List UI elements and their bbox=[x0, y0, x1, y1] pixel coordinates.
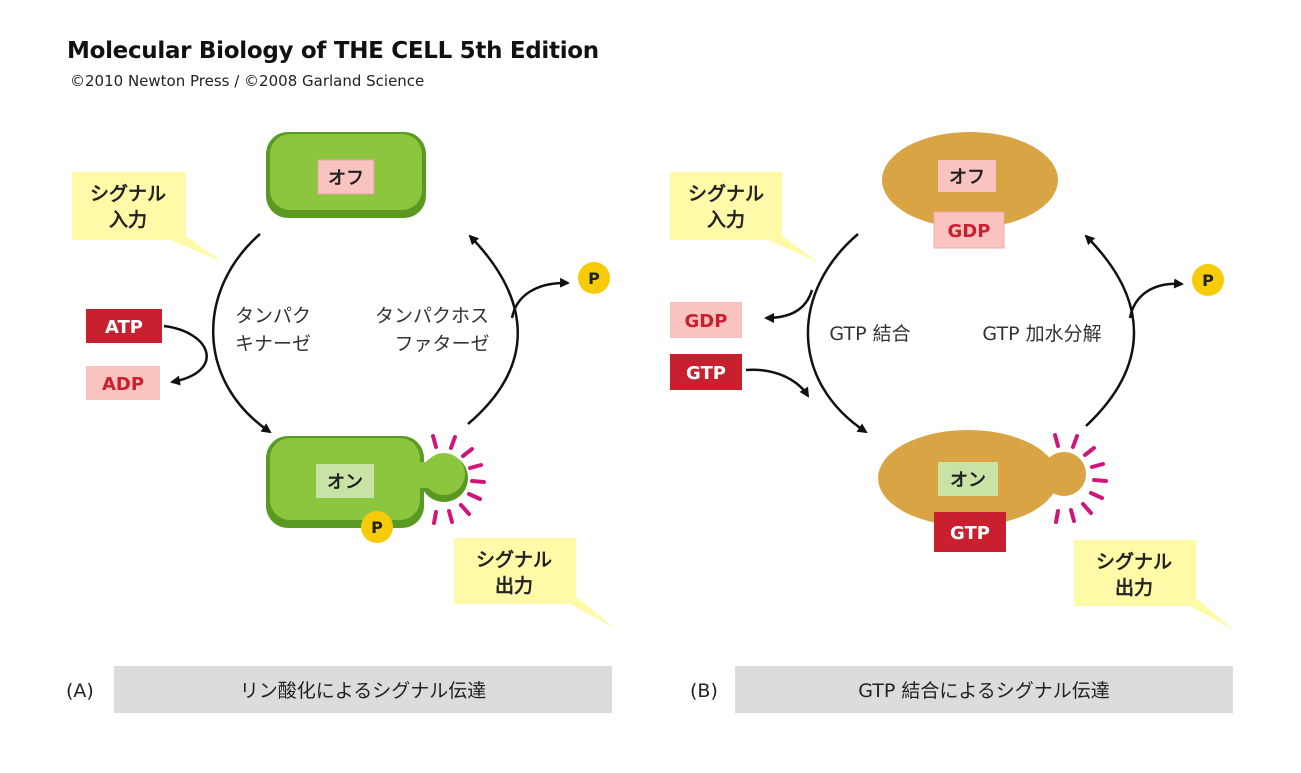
caption-b: GTP 結合によるシグナル伝達 bbox=[858, 680, 1110, 702]
panel-b: シグナル 入力 オフ GDP GDP GTP GTP 結合 P bbox=[670, 132, 1234, 713]
panel-a-letter: (A) bbox=[66, 680, 94, 702]
phosphate-free-b-label: P bbox=[1202, 271, 1214, 290]
signal-output-note-b: シグナル 出力 bbox=[1074, 540, 1234, 630]
signal-output-b-line1: シグナル bbox=[1096, 550, 1172, 573]
gtp-on-label: GTP bbox=[950, 523, 990, 544]
off-protein-a: オフ bbox=[266, 132, 426, 218]
gtp-in-box: GTP bbox=[670, 354, 742, 390]
caption-bar-b bbox=[735, 666, 1233, 713]
phosphate-bound-a-label: P bbox=[371, 518, 383, 537]
activity-glow-a bbox=[431, 434, 486, 525]
on-protein-a: オン bbox=[266, 436, 468, 528]
gtp-hydrolysis-label: GTP 加水分解 bbox=[982, 323, 1101, 345]
off-label-b: オフ bbox=[949, 167, 985, 188]
phosphatase-label-line2: ファターゼ bbox=[394, 333, 489, 355]
on-label-b: オン bbox=[950, 470, 986, 491]
signal-output-line1: シグナル bbox=[476, 548, 552, 571]
gtp-in-label: GTP bbox=[686, 363, 726, 384]
adp-box: ADP bbox=[86, 366, 160, 400]
phosphate-release-arrow-b bbox=[1128, 278, 1184, 319]
phosphate-free-a-label: P bbox=[588, 269, 600, 288]
phosphate-free-a: P bbox=[578, 262, 610, 294]
off-label-a: オフ bbox=[328, 168, 364, 189]
signal-output-b-line2: 出力 bbox=[1115, 576, 1153, 599]
atp-label: ATP bbox=[105, 317, 143, 338]
on-label-a: オン bbox=[327, 472, 363, 493]
panel-a: シグナル 入力 オフ ATP ADP タンパク キナーゼ P bbox=[66, 132, 614, 713]
signal-output-note-a: シグナル 出力 bbox=[454, 538, 614, 628]
signal-output-line2: 出力 bbox=[495, 574, 533, 597]
caption-bar-a bbox=[114, 666, 612, 713]
page-title: Molecular Biology of THE CELL 5th Editio… bbox=[67, 38, 599, 64]
signal-input-b-line2: 入力 bbox=[707, 208, 745, 231]
atp-box: ATP bbox=[86, 309, 162, 343]
gdp-off-label: GDP bbox=[948, 221, 991, 242]
phosphate-bound-a: P bbox=[361, 511, 393, 543]
gtp-in-arrow bbox=[745, 368, 810, 398]
on-protein-b: オン GTP bbox=[878, 430, 1086, 552]
signal-input-line1: シグナル bbox=[90, 182, 166, 205]
adp-label: ADP bbox=[102, 374, 144, 395]
signal-input-line2: 入力 bbox=[109, 208, 147, 231]
panel-b-letter: (B) bbox=[690, 680, 718, 702]
phosphatase-label-line1: タンパクホス bbox=[375, 305, 489, 327]
kinase-arrow bbox=[211, 233, 272, 434]
phosphate-release-arrow-a bbox=[510, 277, 570, 319]
gtp-binding-label: GTP 結合 bbox=[829, 323, 910, 345]
off-protein-b: オフ GDP bbox=[882, 132, 1058, 249]
kinase-label-line1: タンパク bbox=[235, 305, 311, 327]
gdp-out-label: GDP bbox=[685, 311, 728, 332]
phosphatase-arrow bbox=[467, 234, 519, 425]
atp-in-arrow bbox=[163, 324, 208, 386]
activity-glow-b bbox=[1053, 433, 1108, 524]
gtp-hydrolysis-arrow bbox=[1084, 234, 1136, 427]
gdp-out-box: GDP bbox=[670, 302, 742, 338]
phosphate-free-b: P bbox=[1192, 264, 1224, 296]
gdp-out-arrow bbox=[764, 289, 814, 323]
copyright-line: ©2010 Newton Press / ©2008 Garland Scien… bbox=[70, 72, 425, 90]
signal-input-note-b: シグナル 入力 bbox=[670, 172, 818, 262]
caption-a: リン酸化によるシグナル伝達 bbox=[240, 680, 486, 702]
signal-input-b-line1: シグナル bbox=[688, 182, 764, 205]
gtp-binding-arrow bbox=[806, 233, 868, 434]
kinase-label-line2: キナーゼ bbox=[235, 333, 311, 355]
signal-input-note-a: シグナル 入力 bbox=[72, 172, 222, 262]
